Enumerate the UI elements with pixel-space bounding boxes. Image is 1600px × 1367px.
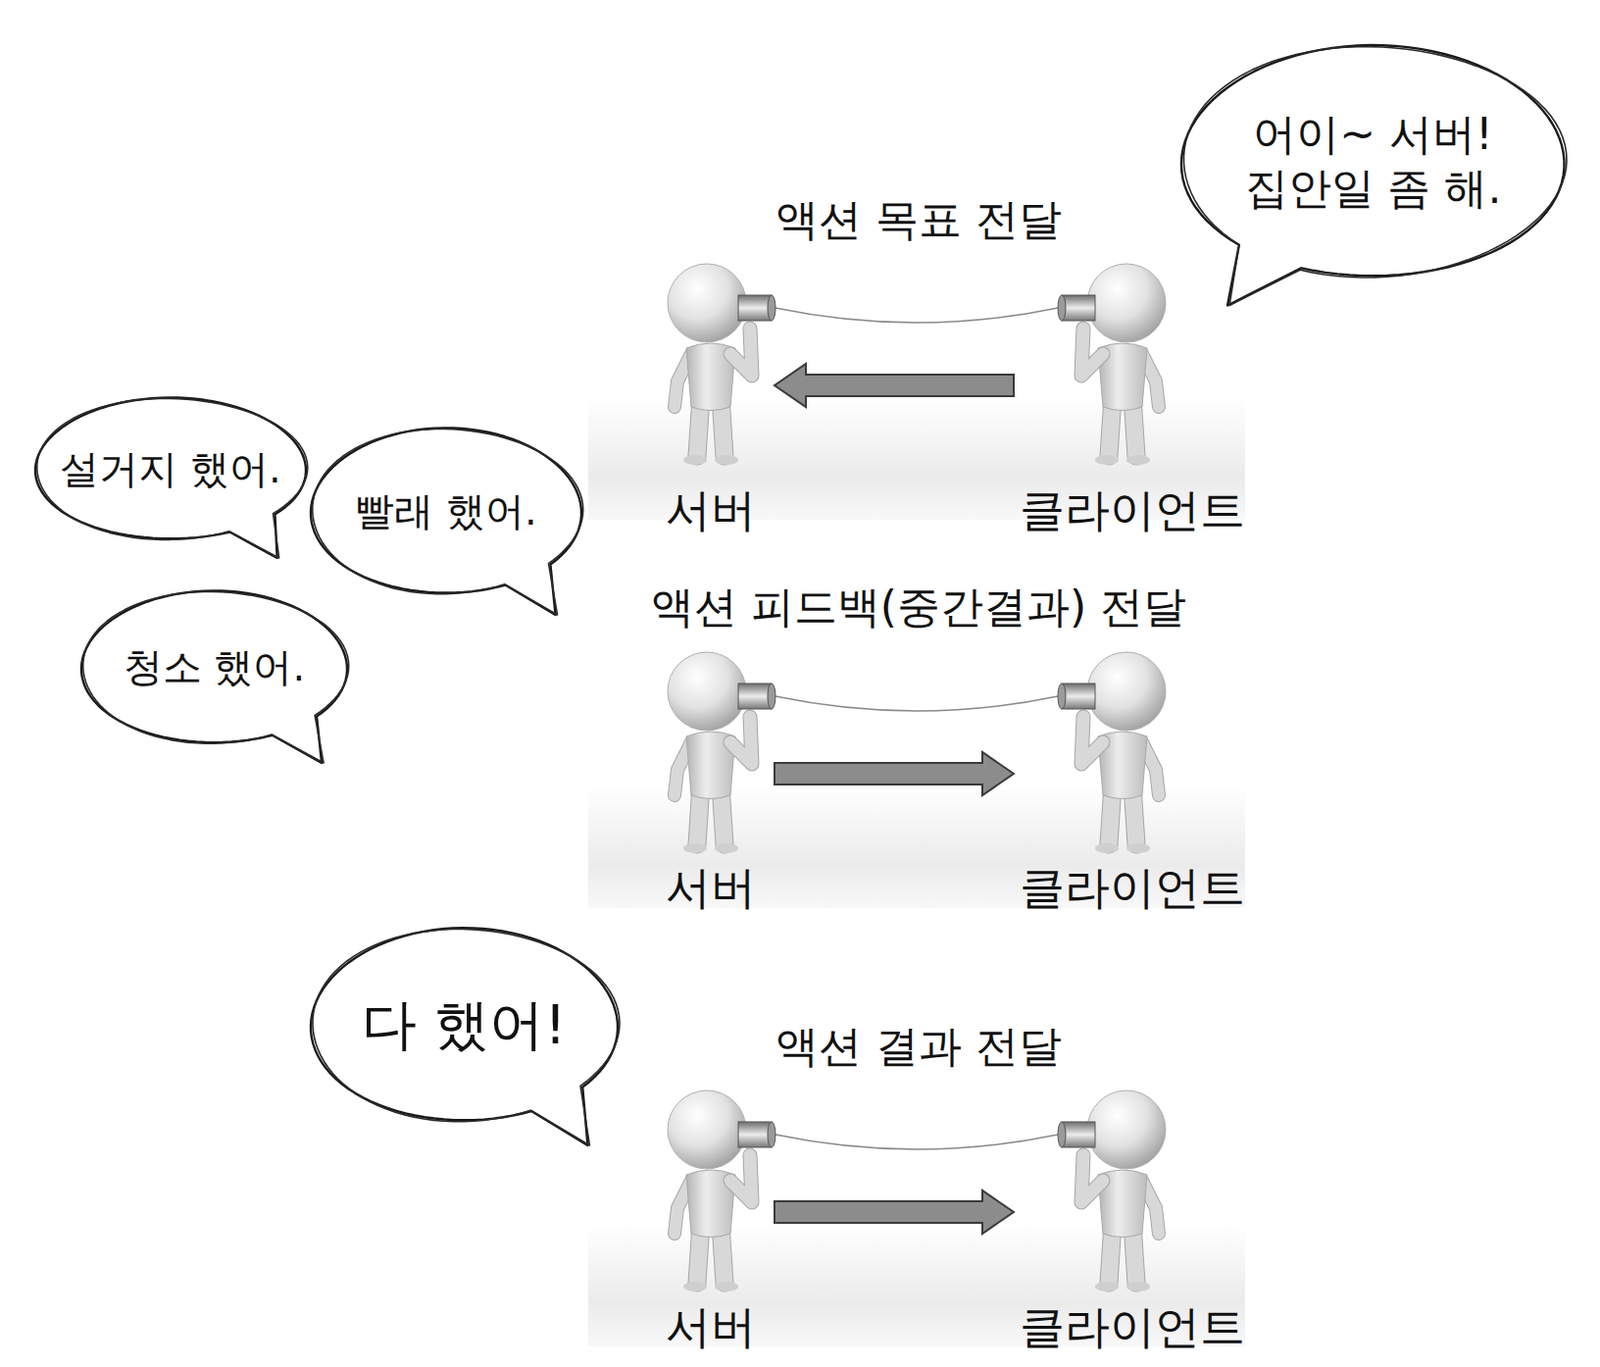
speech-text: 다 했어! [361,990,566,1059]
figure-foot [714,1281,739,1292]
speech-text: 어이~ 서버! 집안일 좀 해. [1225,106,1520,215]
block-arrow [774,1190,1014,1234]
step-title: 액션 결과 전달 [775,1020,1062,1073]
tin-can [738,1121,772,1148]
phone-string [775,696,1058,711]
figure-foot [714,843,739,853]
bubble-sketch-line [312,428,584,615]
tin-can-rim [767,1121,776,1148]
figure-foot [1126,1281,1150,1292]
tin-can-rim [1057,1121,1066,1148]
bubble-sketch-line [83,591,350,763]
figure-head [667,263,747,343]
tin-can [1061,1121,1096,1148]
figure-limb-outline [1081,328,1103,376]
tin-can [738,295,772,321]
phone-string [775,307,1058,323]
figure-foot [1095,843,1119,853]
figure-head [1087,651,1166,731]
speech-bubble: 빨래 했어. [305,423,587,618]
actor-label-box: 서버 [647,648,775,915]
figure-head [1087,1090,1166,1169]
figure-foot [1126,454,1150,465]
actor-label-box: 클라이언트 [1013,1105,1251,1354]
tin-can [1061,295,1096,321]
block-arrow [774,751,1014,796]
person-figure [1057,263,1166,465]
figure-limb [730,328,752,376]
speech-bubble: 어이~ 서버! 집안일 좀 해. [1176,41,1570,308]
person-figure [667,651,776,853]
figure-limb-outline [1081,1154,1103,1202]
bubble-fill [81,590,348,763]
figure-head [667,1090,747,1169]
tin-can [1061,683,1096,709]
actor-label-box: 클라이언트 [1013,279,1251,538]
bubble-fill [310,427,582,615]
actor-name: 클라이언트 [1019,860,1246,915]
actor-label-box: 클라이언트 [1013,667,1251,915]
tin-can-rim [767,683,776,709]
figure-foot [683,454,707,465]
bubble-sketch-line [37,398,308,558]
figure-foot [1095,454,1119,465]
figure-head [667,651,747,731]
figure-limb [1081,328,1103,376]
block-arrow [774,363,1014,407]
figure-foot [1126,843,1150,853]
person-figure [667,1090,776,1292]
figure-limb [1081,1154,1103,1202]
figure-limb-outline [730,1154,752,1202]
actor-name: 클라이언트 [1019,1300,1246,1354]
person-figure [667,263,776,465]
actor-label-box: 서버 [647,259,775,538]
figure-limb-outline [1081,716,1103,764]
actor-name: 서버 [665,860,756,915]
bubble-fill [1181,45,1565,305]
figure-foot [683,843,707,853]
step-title: 액션 목표 전달 [775,194,1062,247]
tin-can-rim [1057,683,1066,709]
actor-name: 서버 [665,1300,756,1354]
speech-text: 설거지 했어. [59,444,281,494]
bubble-fill [310,927,618,1146]
tin-can [738,683,772,709]
figure-head [1087,263,1166,343]
figure-limb-outline [730,328,752,376]
step-title: 액션 피드백(중간결과) 전달 [650,581,1187,634]
figure-foot [714,454,739,465]
tin-can-rim [1057,295,1066,321]
figure-foot [1095,1281,1119,1292]
speech-bubble: 청소 했어. [76,586,352,766]
speech-text: 청소 했어. [123,642,305,692]
person-figure [1057,651,1166,853]
actor-label-box: 서버 [647,1086,775,1354]
figure-limb-outline [730,716,752,764]
speech-bubble: 다 했어! [305,923,623,1149]
actor-name: 클라이언트 [1019,483,1246,538]
person-figure [1057,1090,1166,1292]
figure-limb [730,716,752,764]
bubble-fill [35,397,306,558]
figure-foot [683,1281,707,1292]
bubble-sketch-line [312,929,620,1146]
figure-limb [730,1154,752,1202]
tin-can-rim [767,295,776,321]
speech-bubble: 설거지 했어. [30,393,311,561]
speech-text: 빨래 했어. [354,486,537,536]
bubble-sketch-line [1184,46,1568,305]
phone-string [775,1134,1058,1150]
figure-limb [1081,716,1103,764]
actor-name: 서버 [665,483,756,538]
